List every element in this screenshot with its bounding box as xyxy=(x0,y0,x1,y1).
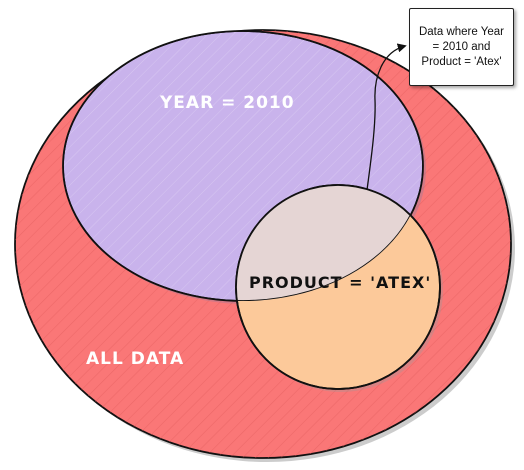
year-label: YEAR = 2010 xyxy=(159,93,295,113)
callout-connector xyxy=(366,43,407,191)
callout-text: Data where Year = 2010 and Product = 'At… xyxy=(418,25,505,68)
product-label: PRODUCT = 'ATEX' xyxy=(249,273,431,292)
product-set xyxy=(63,31,443,392)
callout-box: Data where Year = 2010 and Product = 'At… xyxy=(409,8,514,86)
product-outline xyxy=(235,184,441,390)
all-data-label: ALL DATA xyxy=(86,349,184,369)
